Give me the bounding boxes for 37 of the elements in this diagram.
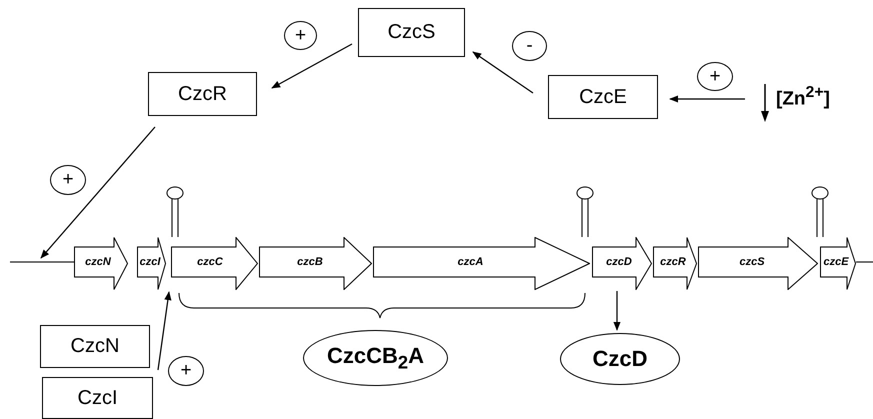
gene-name: czcE <box>823 256 849 268</box>
arrow <box>472 52 534 94</box>
zinc-label: [Zn$^{2+}$] <box>745 82 853 124</box>
regulation-sign: + <box>284 21 317 50</box>
arrow <box>669 95 745 103</box>
protein-box: CzcN <box>40 325 150 368</box>
gene-name: czcC <box>197 256 223 268</box>
arrow <box>613 291 621 331</box>
protein-box: CzcE <box>548 75 658 119</box>
arrow <box>40 126 156 259</box>
gene-name: czcR <box>660 256 686 268</box>
gene-segment <box>653 237 697 290</box>
gene-segment <box>74 237 128 290</box>
protein-oval: CzcCB$_{2}$A <box>303 330 448 386</box>
regulation-sign: + <box>168 356 204 386</box>
gene-segment <box>259 237 372 290</box>
gene-name: czcB <box>297 256 323 268</box>
regulation-sign: + <box>50 165 86 195</box>
gene-segment <box>137 237 166 290</box>
protein-box: CzcI <box>42 377 153 419</box>
arrow <box>157 291 172 370</box>
protein-box: CzcS <box>358 8 465 57</box>
gene-segment <box>698 237 818 290</box>
gene-name: czcD <box>606 256 632 268</box>
gene-segment <box>592 237 652 290</box>
gene-name: czcS <box>739 256 765 268</box>
regulation-sign: - <box>512 31 547 61</box>
gene-name: czcN <box>85 256 111 268</box>
regulation-sign: + <box>697 62 733 91</box>
gene-segment <box>171 237 258 290</box>
arrow <box>271 43 352 89</box>
gene-name: czcI <box>140 256 160 268</box>
gene-segment <box>820 237 856 290</box>
protein-box: CzcR <box>148 72 257 116</box>
protein-oval: CzcD <box>560 333 680 385</box>
gene-segment <box>373 237 590 290</box>
gene-name: czcA <box>458 256 484 268</box>
